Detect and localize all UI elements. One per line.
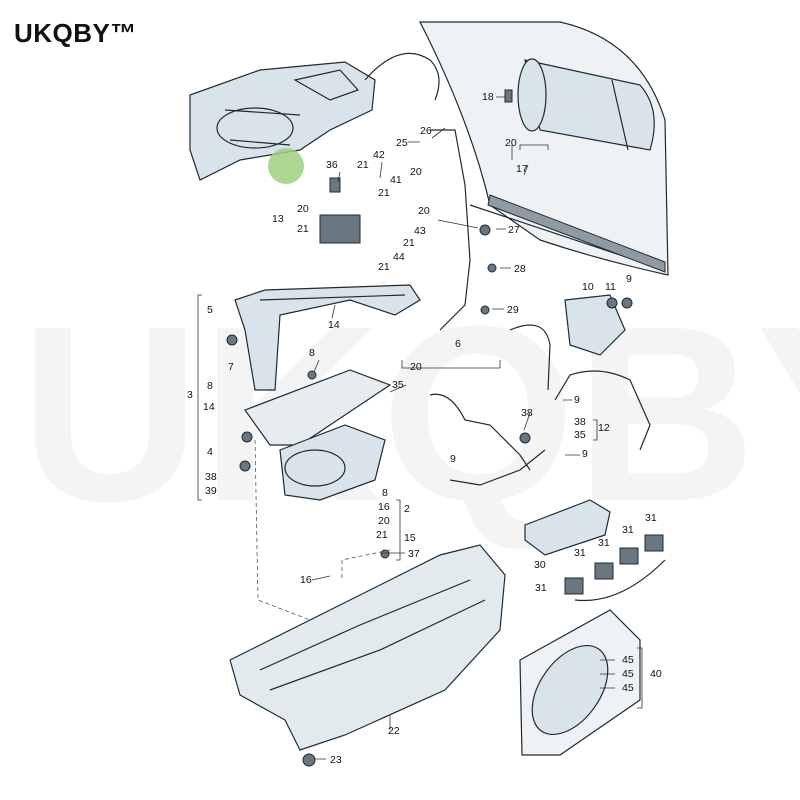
callout-27: 27: [508, 224, 520, 236]
body-panel: [419, 21, 669, 276]
fastener: [519, 432, 531, 444]
callout-35: 35: [392, 379, 404, 391]
callout-17: 17: [516, 163, 528, 175]
callout-7: 7: [228, 361, 234, 373]
callout-35: 35: [574, 429, 586, 441]
callout-4: 4: [207, 446, 213, 458]
callout-20: 20: [378, 515, 390, 527]
air-line: [430, 129, 471, 331]
underbody-shield: [229, 544, 506, 751]
callout-9: 9: [626, 273, 632, 285]
callout-31: 31: [645, 512, 657, 524]
callout-12: 12: [598, 422, 610, 434]
callout-14: 14: [328, 319, 340, 331]
fastener: [241, 431, 253, 443]
fastener: [226, 334, 238, 346]
relay-module: [524, 499, 611, 556]
callout-9: 9: [574, 394, 580, 406]
callout-9: 9: [582, 448, 588, 460]
callout-31: 31: [622, 524, 634, 536]
callout-8: 8: [309, 347, 315, 359]
callout-9: 9: [450, 453, 456, 465]
callout-21: 21: [378, 187, 390, 199]
callout-16: 16: [300, 574, 312, 586]
connector-harness: [564, 534, 666, 602]
callout-30: 30: [534, 559, 546, 571]
fastener: [480, 305, 490, 315]
callout-26: 26: [420, 125, 432, 137]
compressor-assembly: [189, 52, 440, 181]
fastener: [302, 753, 316, 767]
callout-31: 31: [574, 547, 586, 559]
fastener: [329, 177, 341, 193]
callout-15: 15: [404, 532, 416, 544]
callout-38: 38: [521, 407, 533, 419]
callout-45: 45: [622, 668, 634, 680]
callout-18: 18: [482, 91, 494, 103]
callout-22: 22: [388, 725, 400, 737]
callout-6: 6: [455, 338, 461, 350]
callout-8: 8: [382, 487, 388, 499]
callout-44: 44: [393, 251, 405, 263]
callout-16: 16: [378, 501, 390, 513]
valve: [319, 214, 361, 244]
callout-28: 28: [514, 263, 526, 275]
callout-23: 23: [330, 754, 342, 766]
brand-logo: UKQBY™: [14, 18, 137, 48]
callout-21: 21: [376, 529, 388, 541]
callout-11: 11: [605, 281, 616, 293]
callout-21: 21: [357, 159, 369, 171]
callout-20: 20: [297, 203, 309, 215]
solenoid-valve-block: [564, 294, 626, 356]
callout-20: 20: [505, 137, 517, 149]
callout-31: 31: [535, 582, 547, 594]
callout-37: 37: [408, 548, 420, 560]
pressure-accumulator: [517, 58, 655, 151]
fastener: [504, 89, 513, 103]
damping-frame: [244, 369, 392, 446]
fastener: [239, 460, 251, 472]
callout-14: 14: [203, 401, 215, 413]
callout-21: 21: [378, 261, 390, 273]
callout-5: 5: [207, 304, 213, 316]
mounting-bracket: [234, 284, 421, 391]
fastener: [606, 297, 618, 309]
callout-43: 43: [414, 225, 426, 237]
callout-36: 36: [326, 159, 338, 171]
callout-21: 21: [403, 237, 415, 249]
callout-8: 8: [207, 380, 213, 392]
callout-20: 20: [410, 166, 422, 178]
callout-31: 31: [598, 537, 610, 549]
callout-29: 29: [507, 304, 519, 316]
fastener: [487, 263, 497, 273]
callout-39: 39: [205, 485, 217, 497]
callout-3: 3: [187, 389, 193, 401]
callout-38: 38: [574, 416, 586, 428]
callout-42: 42: [373, 149, 385, 161]
callout-38: 38: [205, 471, 217, 483]
fastener: [479, 224, 491, 236]
callout-10: 10: [582, 281, 594, 293]
callout-40: 40: [650, 668, 662, 680]
callout-41: 41: [390, 174, 402, 186]
fastener: [307, 370, 317, 380]
compressor-unit-lower: [279, 424, 386, 501]
callout-45: 45: [622, 682, 634, 694]
callout-20: 20: [418, 205, 430, 217]
callout-20: 20: [410, 361, 422, 373]
callout-25: 25: [396, 137, 408, 149]
callout-45: 45: [622, 654, 634, 666]
highlight-marker: [268, 148, 304, 184]
callout-13: 13: [272, 213, 284, 225]
side-panel: [519, 609, 641, 756]
fastener: [380, 549, 390, 559]
fastener: [621, 297, 633, 309]
callout-2: 2: [404, 503, 410, 515]
callout-21: 21: [297, 223, 309, 235]
